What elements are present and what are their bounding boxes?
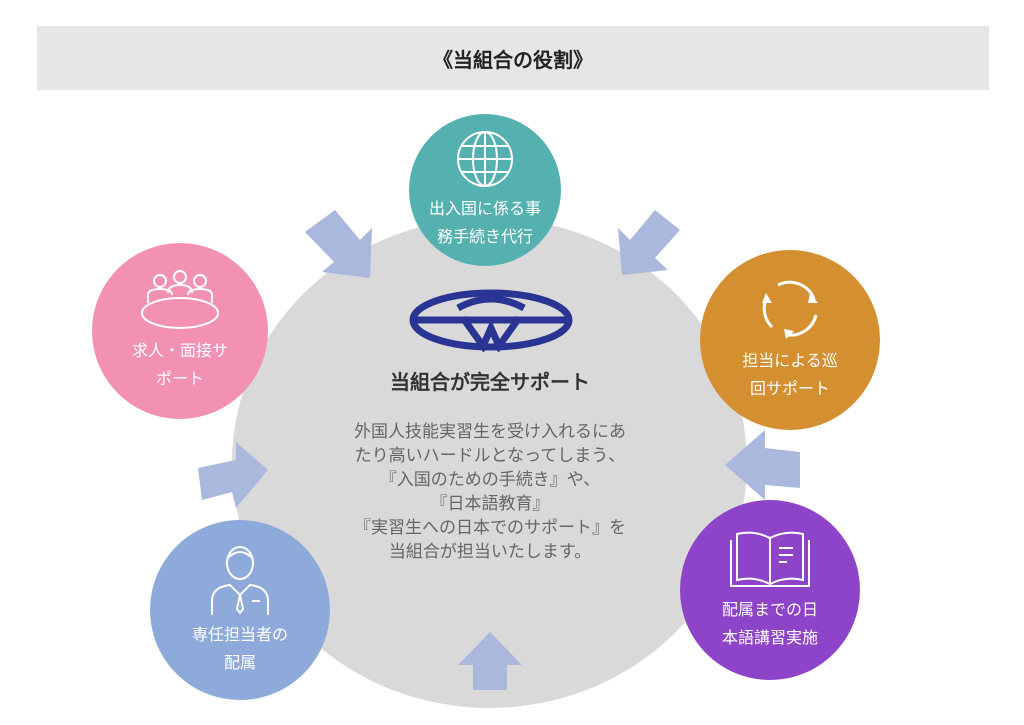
- role-label: 担当による巡: [742, 351, 838, 370]
- role-label: 専任担当者の: [191, 625, 288, 644]
- arrow-top-right: [618, 210, 680, 275]
- role-dedicated-staff: 専任担当者の 配属: [150, 520, 330, 700]
- role-label: 本語講習実施: [721, 628, 818, 647]
- arrow-top-left: [305, 210, 372, 278]
- role-label: 配属までの日: [721, 600, 818, 619]
- center-description: 外国人技能実習生を受け入れるにあ たり高いハードルとなってしまう、 『入国のため…: [300, 420, 680, 564]
- organization-logo: [409, 289, 573, 352]
- desc-line: 『実習生への日本でのサポート』を: [354, 518, 626, 538]
- role-label: 求人・面接サ: [131, 341, 228, 360]
- book-icon: [730, 531, 810, 587]
- role-label: ポート: [155, 369, 204, 388]
- cycle-icon: [762, 280, 818, 339]
- desc-line: 『日本語教育』: [430, 494, 550, 514]
- center-heading: 当組合が完全サポート: [390, 370, 590, 394]
- arrow-bottom: [458, 632, 522, 690]
- arrow-left: [198, 442, 268, 508]
- role-label: 配属: [223, 653, 256, 672]
- desc-line: たり高いハードルとなってしまう、: [354, 446, 626, 466]
- role-japanese-training: 配属までの日 本語講習実施: [680, 500, 860, 680]
- role-label: 回サポート: [749, 379, 830, 398]
- staff-icon: [211, 546, 269, 615]
- role-recruitment: 求人・面接サ ポート: [92, 243, 268, 419]
- role-patrol-support: 担当による巡 回サポート: [700, 250, 880, 430]
- role-label: 務手続き代行: [436, 227, 533, 246]
- role-immigration: 出入国に係る事 務手続き代行: [409, 114, 561, 266]
- page-title: 《当組合の役割》: [37, 26, 989, 90]
- arrow-right: [725, 430, 800, 500]
- meeting-icon: [141, 270, 219, 329]
- desc-line: 当組合が担当いたします。: [388, 542, 592, 562]
- desc-line: 『入国のための手続き』や、: [379, 470, 601, 490]
- globe-icon: [457, 131, 513, 187]
- role-label: 出入国に係る事: [428, 199, 541, 218]
- desc-line: 外国人技能実習生を受け入れるにあ: [354, 422, 626, 442]
